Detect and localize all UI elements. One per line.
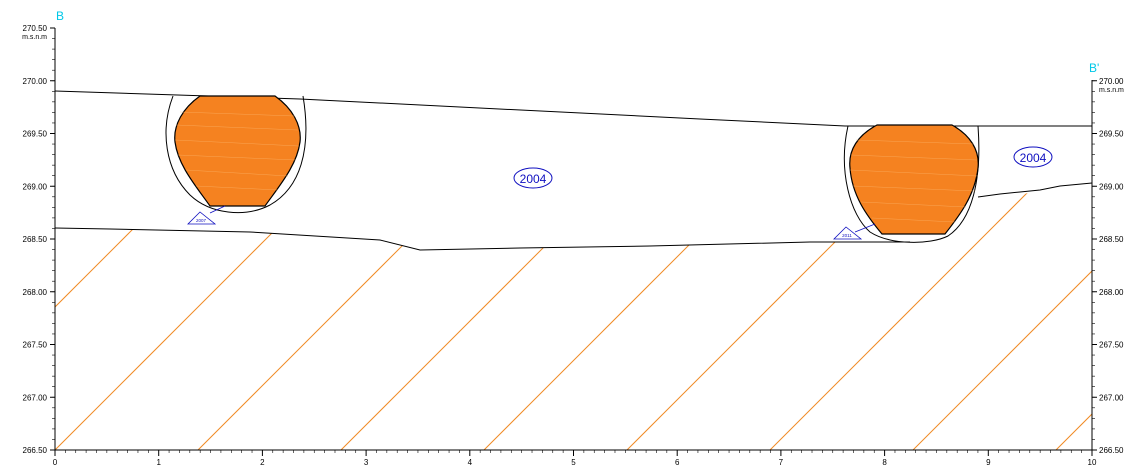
elev-tick-label: 269.00 <box>1099 182 1124 191</box>
natural-soil-hatch <box>55 183 1092 450</box>
hatch-line <box>769 183 1092 450</box>
jar-2011 <box>849 124 979 235</box>
elev-tick-label: 270.50 <box>23 24 48 33</box>
dist-tick-label: 1 <box>156 458 161 467</box>
elev-tick-label: 269.50 <box>23 130 48 139</box>
fill-base-line <box>54 227 910 251</box>
dist-tick-label: 4 <box>468 458 473 467</box>
elev-tick-label: 269.00 <box>23 182 48 191</box>
fill-label-center: 2004 <box>520 172 547 186</box>
dist-tick-label: 3 <box>364 458 369 467</box>
hatch-line <box>55 183 486 450</box>
elev-tick-label: 268.50 <box>23 235 48 244</box>
dist-tick-label: 2 <box>260 458 265 467</box>
elev-tick-label: 270.00 <box>23 77 48 86</box>
elev-tick-label: 268.50 <box>1099 235 1124 244</box>
dist-tick-label: 9 <box>986 458 991 467</box>
dist-tick-label: 5 <box>571 458 576 467</box>
elev-tick-label: 267.00 <box>1099 393 1124 402</box>
pit-cut-2011 <box>843 125 980 243</box>
dist-tick-label: 6 <box>675 458 680 467</box>
jar-2007-triangle <box>187 211 217 225</box>
elev-tick-label: 267.00 <box>23 393 48 402</box>
hatch-line <box>197 183 629 450</box>
elev-tick-label: 266.50 <box>23 446 48 455</box>
left-elevation-axis: 270.50m.s.n.m 270.00 269.50 269.00 268.50 268… <box>22 24 55 455</box>
dist-tick-label: 8 <box>882 458 887 467</box>
hatch-line <box>55 183 343 450</box>
fill-base-line-right <box>977 182 1093 198</box>
jar-2007 <box>174 95 301 207</box>
jar-2007-leader <box>209 205 226 214</box>
fill-label-ellipse-center <box>513 167 553 189</box>
jar-2011-label: 2011 <box>842 233 852 238</box>
pit-cut-2007 <box>165 95 307 214</box>
elev-tick-label: 267.50 <box>1099 341 1124 350</box>
jar-2011-leader <box>854 223 876 233</box>
dist-tick-label: 0 <box>53 458 58 467</box>
right-elevation-axis: 270.00m.s.n.m 269.50 269.00 268.50 268.00 267… <box>1092 77 1124 455</box>
elev-tick-label: 267.50 <box>23 341 48 350</box>
elev-tick-label: 269.50 <box>1099 130 1124 139</box>
hatch-line <box>340 183 772 450</box>
elev-unit-label: m.s.n.m <box>22 34 47 41</box>
fill-label-right: 2004 <box>1020 151 1047 165</box>
elev-tick-label: 268.00 <box>23 288 48 297</box>
profile-end-label: B' <box>1089 61 1099 75</box>
elev-unit-label: m.s.n.m <box>1099 87 1124 94</box>
dist-tick-label: 7 <box>779 458 784 467</box>
elev-tick-label: 266.50 <box>1099 446 1124 455</box>
profile-start-label: B <box>56 9 64 23</box>
elev-tick-label: 268.00 <box>1099 288 1124 297</box>
jar-2011-triangle <box>833 226 863 240</box>
distance-axis: 0 1 2 3 4 5 6 7 8 9 10 <box>53 450 1097 467</box>
elev-tick-label: 270.00 <box>1099 77 1124 86</box>
hatch-line <box>912 183 1092 450</box>
fill-label-ellipse-right <box>1013 146 1053 168</box>
jar-2007-label: 2007 <box>196 218 207 223</box>
dist-tick-label: 10 <box>1088 458 1097 467</box>
